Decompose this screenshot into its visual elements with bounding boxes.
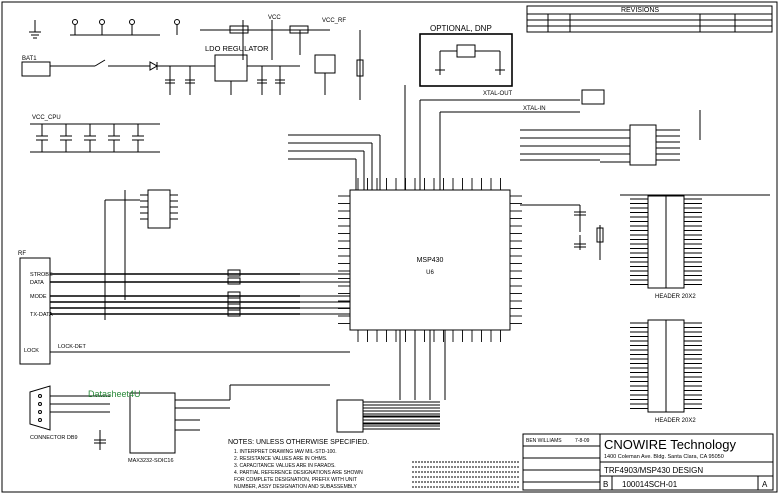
rf-label: RF [18, 251, 26, 257]
vcc-rf-label: VCC_RF [322, 18, 346, 24]
draw-date: 7-8-09 [575, 438, 590, 444]
note-2: 2. RESISTANCE VALUES ARE IN OHMS. [234, 456, 327, 462]
ldo-regulator: LDO REGULATOR [185, 44, 300, 95]
vcc-cpu-label: VCC_CPU [32, 115, 61, 121]
mcu-ref: U6 [426, 270, 434, 276]
notes-block: NOTES: UNLESS OTHERWISE SPECIFIED. 1. IN… [228, 439, 369, 490]
sig-txdata: TX-DATA [30, 312, 53, 318]
revisions-header: REVISIONS [621, 7, 659, 14]
optional-dnp-label: OPTIONAL, DNP [430, 24, 492, 33]
sig-lock: LOCK [24, 348, 39, 354]
revision-letter: A [762, 480, 768, 489]
sheet-size: B [603, 480, 608, 489]
sig-data: DATA [30, 280, 44, 286]
mcu-u6: MSP430 U6 [338, 178, 522, 342]
header-20x2-2: HEADER 20X2 [630, 319, 702, 424]
company-address: 1400 Coleman Ave. Bldg. Santa Clara, CA … [604, 454, 724, 460]
crystal-circuit: XTAL-OUT XTAL-IN [404, 85, 605, 190]
ground-symbol [29, 20, 41, 39]
rf-connector: RF STROBE DATA MODE TX-DATA LOCK LOCK-DE… [18, 251, 350, 365]
decoupling-caps: VCC_CPU [30, 115, 160, 153]
db9-connector: CONNECTOR DB9 [29, 385, 110, 441]
header1-label: HEADER 20X2 [655, 294, 696, 300]
title-block: BEN WILLIAMS 7-8-09 CNOWIRE Technology 1… [522, 433, 774, 491]
vcc-label-top: VCC [268, 15, 281, 21]
sig-lockdet: LOCK-DET [58, 344, 86, 350]
note-6: NUMBER, ASSY DESIGNATION AND SUBASSEMBLY [234, 484, 357, 490]
battery-label: BAT1 [22, 56, 37, 62]
reset-ic [314, 30, 364, 100]
programming-header [104, 189, 178, 320]
drawn-by: BEN WILLIAMS [526, 438, 562, 444]
note-5: FOR COMPLETE DESIGNATION, PREFIX WITH UN… [234, 477, 357, 483]
power-rail-top: VCC_RF VCC [200, 15, 346, 60]
revisions-block: REVISIONS [526, 5, 773, 33]
test-points [70, 19, 180, 36]
note-4: 4. PARTIAL REFERENCE DESIGNATIONS ARE SH… [234, 470, 363, 476]
max3232-label: MAX3232-SOIC16 [128, 458, 174, 464]
db9-label: CONNECTOR DB9 [30, 435, 78, 441]
optional-dnp-block: OPTIONAL, DNP [419, 24, 513, 87]
max3232: MAX3232-SOIC16 [94, 384, 330, 464]
header2-label: HEADER 20X2 [655, 418, 696, 424]
note-3: 3. CAPACITANCE VALUES ARE IN FARADS. [234, 463, 336, 469]
note-1: 1. INTERPRET DRAWING IAW MIL-STD-100. [234, 449, 337, 455]
vref-circuit [520, 204, 604, 260]
header-20x2-1: HEADER 20X2 [630, 195, 702, 300]
sig-strobe: STROBE [30, 272, 53, 278]
xtal-in-label: XTAL-IN [523, 106, 546, 112]
mcu-name: MSP430 [417, 257, 444, 264]
jtag-connector [520, 110, 770, 196]
sig-mode: MODE [30, 294, 47, 300]
drawing-title: TRF4903/MSP430 DESIGN [604, 466, 703, 475]
xtal-out-label: XTAL-OUT [483, 91, 513, 97]
battery-circuit: BAT1 [21, 56, 200, 95]
proprietary-text [412, 461, 520, 488]
ldo-label: LDO REGULATOR [205, 44, 269, 53]
notes-heading: NOTES: UNLESS OTHERWISE SPECIFIED. [228, 439, 369, 446]
doc-number: 100014SCH-01 [622, 480, 678, 489]
misc-wires [288, 134, 600, 425]
watermark: Datasheet4U [88, 389, 141, 399]
company-name: CNOWIRE Technology [604, 437, 736, 452]
